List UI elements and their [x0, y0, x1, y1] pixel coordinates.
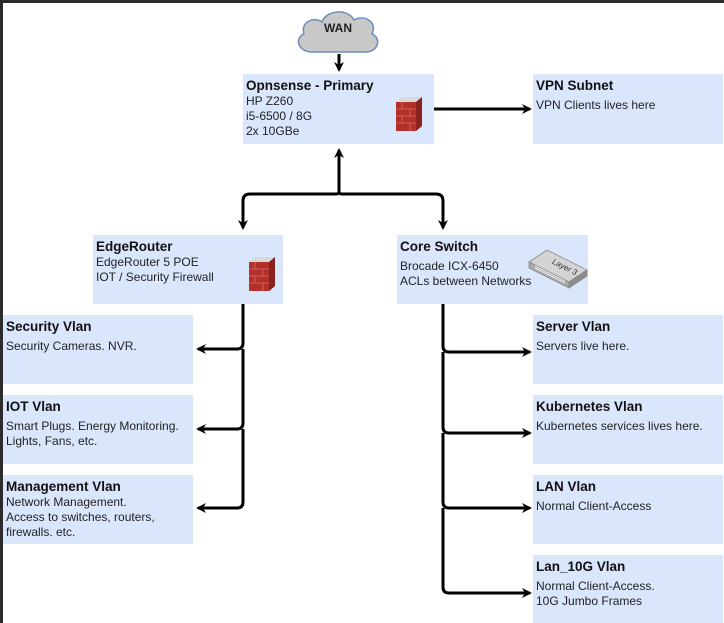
window-frame-top — [0, 0, 724, 3]
node-line: 10G Jumbo Frames — [536, 594, 643, 608]
node-line: Network Management. — [6, 495, 127, 509]
node-line: 2x 10GBe — [246, 124, 300, 138]
node-line: HP Z260 — [246, 94, 294, 108]
node-line: firewalls. etc. — [6, 525, 76, 539]
node-title: Lan_10G Vlan — [536, 559, 626, 574]
vpn-subnet-node[interactable]: VPN Subnet VPN Clients lives here — [533, 74, 723, 144]
node-line: IOT / Security Firewall — [96, 270, 214, 284]
node-line: Lights, Fans, etc. — [6, 434, 98, 448]
node-title: Core Switch — [400, 239, 479, 254]
node-line: i5-6500 / 8G — [246, 109, 313, 123]
management-vlan-node[interactable]: Management Vlan Network Management. Acce… — [3, 475, 193, 544]
node-line: Smart Plugs. Energy Monitoring. — [6, 419, 179, 433]
node-line: VPN Clients lives here — [536, 98, 656, 112]
firewall-icon — [249, 257, 275, 291]
window-frame-left — [0, 0, 3, 623]
node-line: Servers live here. — [536, 339, 630, 353]
node-title: Server Vlan — [536, 319, 611, 334]
wire-split-core — [337, 191, 448, 230]
node-title: VPN Subnet — [536, 78, 614, 93]
wire-core-server — [441, 304, 532, 357]
wire-split-edgerouter — [238, 191, 341, 230]
security-vlan-node[interactable]: Security Vlan Security Cameras. NVR. — [3, 315, 193, 384]
node-title: Security Vlan — [6, 319, 92, 334]
node-title: Management Vlan — [6, 479, 121, 494]
wire-edge-mgmt — [196, 429, 245, 513]
wire-core-kube — [441, 352, 532, 438]
node-line: EdgeRouter 5 POE — [96, 255, 199, 269]
lan-vlan-node[interactable]: LAN Vlan Normal Client-Access — [533, 475, 723, 544]
node-line: Brocade ICX-6450 — [400, 259, 499, 273]
wire-core-lan10g — [441, 508, 532, 598]
node-line: Access to switches, routers, — [6, 510, 155, 524]
wan-label: WAN — [324, 21, 352, 35]
node-line: Normal Client-Access — [536, 499, 652, 513]
lan10g-vlan-node[interactable]: Lan_10G Vlan Normal Client-Access. 10G J… — [533, 555, 723, 623]
layer3-switch-icon: Layer 3 — [528, 249, 588, 289]
node-line: Kubernetes services lives here. — [536, 419, 703, 433]
firewall-icon — [396, 97, 422, 131]
node-title: IOT Vlan — [6, 399, 61, 414]
opnsense-primary-node[interactable]: Opnsense - Primary HP Z260 i5-6500 / 8G … — [243, 74, 434, 144]
node-title: EdgeRouter — [96, 239, 173, 254]
node-title: Kubernetes Vlan — [536, 399, 643, 414]
node-line: ACLs between Networks — [400, 274, 532, 288]
node-line: Normal Client-Access. — [536, 579, 655, 593]
wan-cloud-icon — [297, 11, 379, 53]
wire-edge-iot — [196, 349, 245, 434]
node-title: LAN Vlan — [536, 479, 597, 494]
wire-core-lan — [441, 433, 532, 513]
node-title: Opnsense - Primary — [246, 78, 374, 93]
wire-edge-security — [196, 304, 245, 354]
server-vlan-node[interactable]: Server Vlan Servers live here. — [533, 315, 723, 384]
kubernetes-vlan-node[interactable]: Kubernetes Vlan Kubernetes services live… — [533, 395, 723, 464]
node-line: Security Cameras. NVR. — [6, 339, 137, 353]
iot-vlan-node[interactable]: IOT Vlan Smart Plugs. Energy Monitoring.… — [3, 395, 193, 464]
